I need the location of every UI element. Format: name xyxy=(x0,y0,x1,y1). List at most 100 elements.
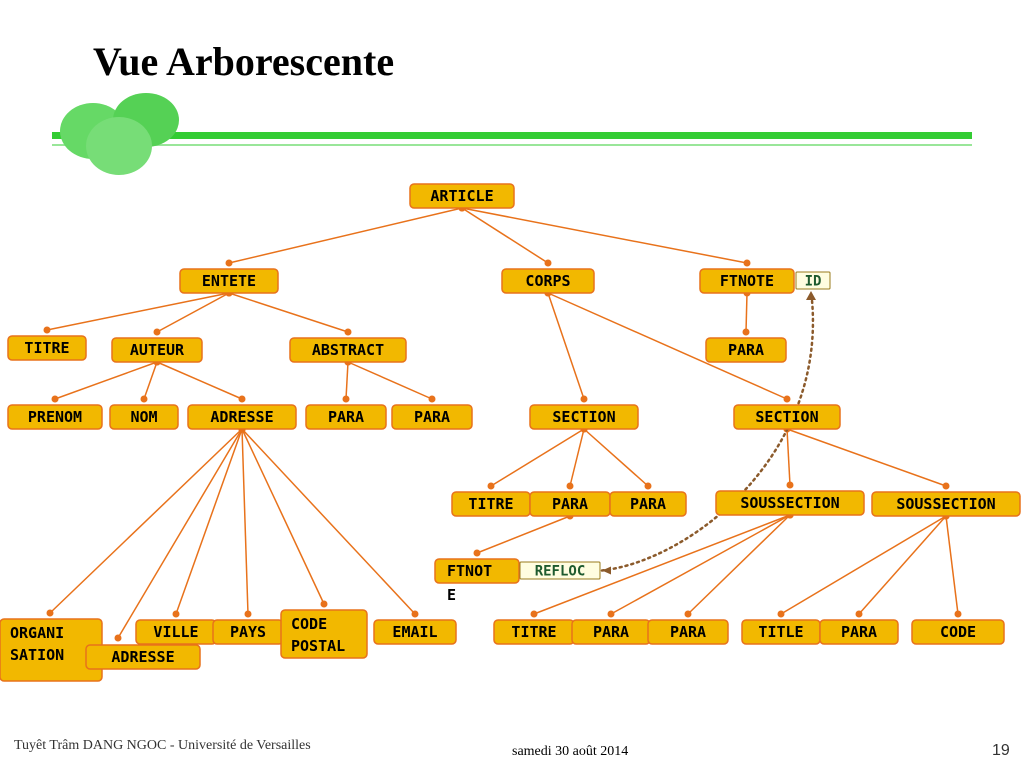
node-nom: NOM xyxy=(109,404,179,430)
edge-dot xyxy=(743,259,751,267)
node-label: SOUSSECTION xyxy=(896,495,995,513)
node-label: E xyxy=(447,586,456,604)
node-corps: CORPS xyxy=(501,268,595,294)
edge-section2-sous2 xyxy=(786,428,947,487)
edge-dot xyxy=(344,328,352,336)
node-ftnote: FTNOTE xyxy=(699,268,795,294)
node-box xyxy=(391,404,473,430)
reference-arrow xyxy=(600,289,815,572)
reference-layer xyxy=(600,289,816,575)
node-para_ft: PARA xyxy=(705,337,787,363)
edge-sous1-titre3 xyxy=(533,514,791,615)
edge-dot xyxy=(428,395,436,403)
edge-adresse-adresse2 xyxy=(117,428,243,639)
node-section2: SECTION xyxy=(733,404,841,430)
edge-dot xyxy=(51,395,59,403)
node-box xyxy=(911,619,1005,645)
edge-dot xyxy=(942,482,950,490)
edge-dot xyxy=(544,259,552,267)
arrowhead-icon xyxy=(806,291,816,300)
slide-title: Vue Arborescente xyxy=(93,39,395,84)
node-sous2: SOUSSECTION xyxy=(871,491,1021,517)
node-label: ADRESSE xyxy=(210,408,273,426)
edge-dot xyxy=(684,610,692,618)
node-title: TITLE xyxy=(741,619,821,645)
node-label: SATION xyxy=(10,646,64,664)
edge-dot xyxy=(238,395,246,403)
edge-article-corps xyxy=(461,207,549,264)
node-box xyxy=(111,337,203,363)
node-code: CODE xyxy=(911,619,1005,645)
edge-dot xyxy=(153,328,161,336)
edge-section1-titre2 xyxy=(490,428,585,487)
node-para_t2: PARA xyxy=(647,619,729,645)
green-circle-bottom xyxy=(86,117,152,175)
edge-adresse-email xyxy=(241,428,416,615)
node-box xyxy=(647,619,729,645)
node-box xyxy=(305,404,387,430)
edge-sous2-title xyxy=(780,515,947,615)
node-sous1: SOUSSECTION xyxy=(715,490,865,516)
footer-date: samedi 30 août 2014 xyxy=(512,744,629,759)
edge-adresse-ville xyxy=(175,428,243,615)
edge-corps-section1 xyxy=(547,292,585,400)
node-label: CODE xyxy=(291,615,327,633)
node-adresse2: ADRESSE xyxy=(85,644,201,670)
node-label: NOM xyxy=(130,408,157,426)
node-ville: VILLE xyxy=(135,619,217,645)
attribute-attr_id: ID xyxy=(795,271,831,290)
node-label: PARA xyxy=(728,341,764,359)
page-number: 19 xyxy=(992,742,1010,759)
node-box xyxy=(501,268,595,294)
node-box xyxy=(705,337,787,363)
node-label: PARA xyxy=(630,495,666,513)
node-label: AUTEUR xyxy=(130,341,185,359)
node-label: ENTETE xyxy=(202,272,256,290)
green-bar xyxy=(52,132,972,139)
node-label: PARA xyxy=(670,623,706,641)
edge-article-entete xyxy=(228,207,463,264)
edge-dot xyxy=(644,482,652,490)
node-label: PARA xyxy=(414,408,450,426)
edge-dot xyxy=(566,482,574,490)
green-bar-thin xyxy=(52,144,972,146)
node-label: TITRE xyxy=(24,339,69,357)
node-box xyxy=(795,271,831,290)
node-box xyxy=(715,490,865,516)
node-email: EMAIL xyxy=(373,619,457,645)
node-box xyxy=(434,558,520,584)
edge-section1-para_s2 xyxy=(583,428,649,487)
node-para_a1: PARA xyxy=(305,404,387,430)
edge-article-ftnote xyxy=(461,207,748,264)
attribute-attr_refloc: REFLOC xyxy=(519,561,601,580)
node-label: CODE xyxy=(940,623,976,641)
node-auteur: AUTEUR xyxy=(111,337,203,363)
node-titre3: TITRE xyxy=(493,619,575,645)
node-label: PARA xyxy=(552,495,588,513)
node-box xyxy=(289,337,407,363)
edge-corps-section2 xyxy=(547,292,788,400)
node-label: ID xyxy=(805,274,822,290)
edge-dot xyxy=(580,395,588,403)
node-label: PARA xyxy=(841,623,877,641)
node-box xyxy=(7,404,103,430)
edge-entete-titre1 xyxy=(46,292,230,331)
node-label: SECTION xyxy=(552,408,615,426)
edge-adresse-organi xyxy=(49,428,243,614)
node-box xyxy=(529,404,639,430)
edge-adresse-pays xyxy=(241,428,249,615)
node-box xyxy=(409,183,515,209)
node-label: ADRESSE xyxy=(111,648,174,666)
node-box xyxy=(373,619,457,645)
node-box xyxy=(819,619,899,645)
edge-ftnote-para_ft xyxy=(745,292,748,333)
edge-dot xyxy=(783,395,791,403)
node-titre2: TITRE xyxy=(451,491,531,517)
node-para_u1: PARA xyxy=(819,619,899,645)
edge-section2-sous1 xyxy=(786,428,791,486)
edge-dot xyxy=(855,610,863,618)
node-label: TITRE xyxy=(468,495,513,513)
edge-entete-abstract xyxy=(228,292,349,333)
